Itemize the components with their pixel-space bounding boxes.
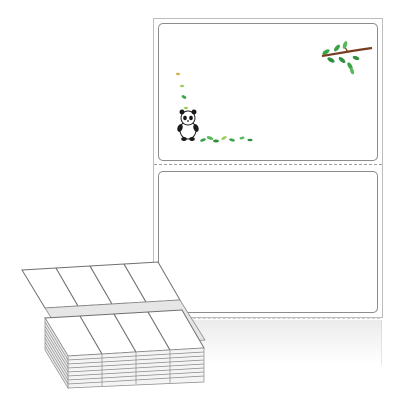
fanfold-top-strip: [21, 261, 181, 309]
label-bottom: [158, 171, 378, 313]
label-top: [158, 23, 378, 161]
panda-icon: [177, 109, 199, 141]
leaf-icon: [176, 72, 188, 110]
fanfold-stack-edges: [44, 316, 205, 390]
perforation-line: [154, 164, 382, 165]
ground-leaves: [200, 136, 253, 143]
reflection-perforation: [158, 318, 380, 319]
branch-icon: [321, 41, 373, 75]
label-sheet: [153, 18, 383, 318]
